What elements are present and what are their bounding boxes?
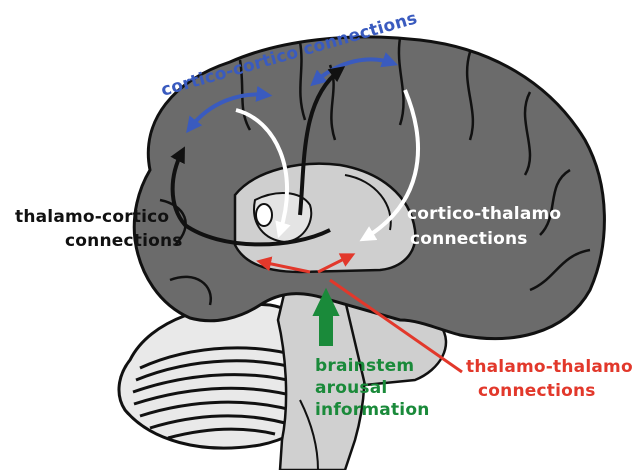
thalamo-thalamo-label: thalamo-thalamo connections [466, 357, 639, 401]
brainstem-arousal-label: brainstem arousal information [315, 356, 430, 420]
